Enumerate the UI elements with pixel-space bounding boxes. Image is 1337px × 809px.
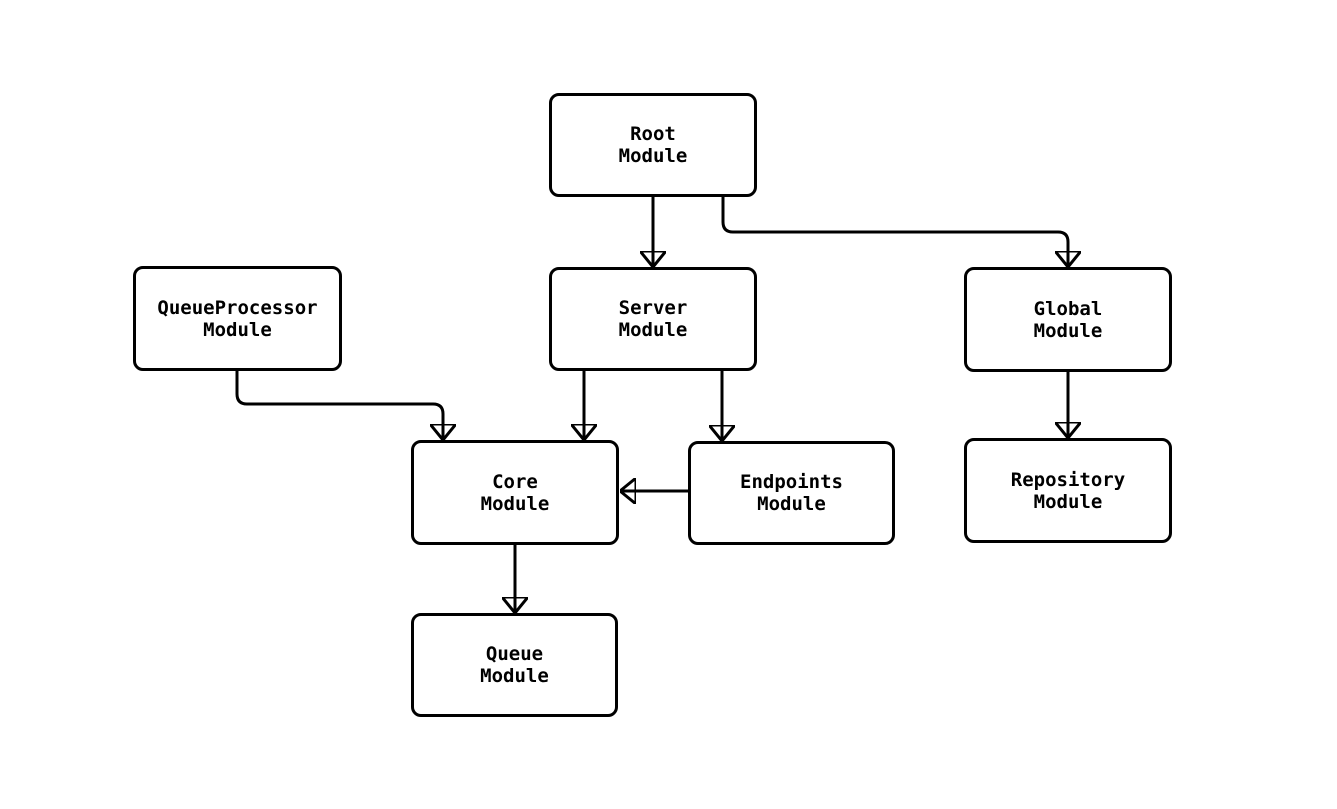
node-root-module: Root Module bbox=[549, 93, 757, 197]
node-queue-module-label: Queue Module bbox=[480, 643, 549, 687]
node-server-module: Server Module bbox=[549, 267, 757, 371]
node-repository-module-label: Repository Module bbox=[1010, 468, 1126, 513]
node-queueprocessor-module: QueueProcessor Module bbox=[133, 266, 342, 371]
node-endpoints-module-label: Endpoints Module bbox=[740, 471, 843, 515]
node-queue-module: Queue Module bbox=[411, 613, 618, 717]
edge-root-to-global bbox=[721, 197, 1068, 266]
node-core-module: Core Module bbox=[411, 440, 619, 545]
edge-queueprocessor-to-core bbox=[235, 371, 443, 439]
node-queueprocessor-module-label: QueueProcessor Module bbox=[157, 296, 318, 341]
node-endpoints-module: Endpoints Module bbox=[688, 441, 895, 545]
node-root-module-label: Root Module bbox=[618, 123, 688, 167]
node-global-module-label: Global Module bbox=[1033, 297, 1103, 342]
node-global-module: Global Module bbox=[964, 267, 1172, 372]
node-server-module-label: Server Module bbox=[618, 297, 688, 341]
node-repository-module: Repository Module bbox=[964, 438, 1172, 543]
node-core-module-label: Core Module bbox=[480, 470, 550, 515]
